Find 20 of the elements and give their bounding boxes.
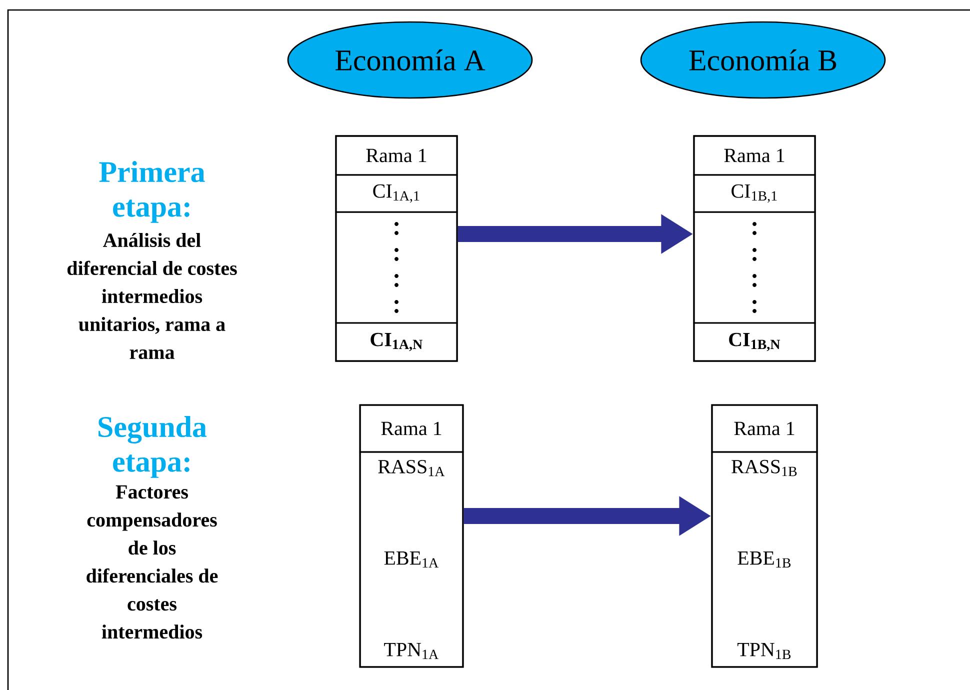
- table-cell: RASS$_{1B}$ EBE$_{1B}$ TPN$_{1B}$: [711, 451, 818, 668]
- table-cell: Rama 1: [359, 404, 464, 453]
- table-cell: RASS$_{1A}$ EBE$_{1A}$ TPN$_{1A}$: [359, 451, 464, 668]
- table-cell: CI$_{1B,1}$: [693, 174, 816, 213]
- table-cell: Rama 1: [693, 135, 816, 176]
- branch-table: [693, 135, 816, 362]
- branch-table: [359, 404, 464, 668]
- table-cell: Rama 1: [711, 404, 818, 453]
- table-cell: [335, 211, 458, 324]
- table-cell: CI$_{1A,1}$: [335, 174, 458, 213]
- table-cell: CI$_{1A,N}$: [335, 322, 458, 362]
- stage-description: Factores compensadores de los diferenciales de costes intermedios: [86, 485, 218, 639]
- stage-heading: Primera etapa:: [99, 161, 205, 223]
- branch-table: [711, 404, 818, 668]
- table-cell: [693, 211, 816, 324]
- stage-heading: Segunda etapa:: [98, 416, 207, 478]
- table-cell: Rama 1: [335, 135, 458, 176]
- table-cell: CI$_{1B,N}$: [693, 322, 816, 362]
- branch-table: [335, 135, 458, 362]
- stage-description: Análisis del diferencial de costes intermedios unitarios, rama a rama: [67, 232, 237, 360]
